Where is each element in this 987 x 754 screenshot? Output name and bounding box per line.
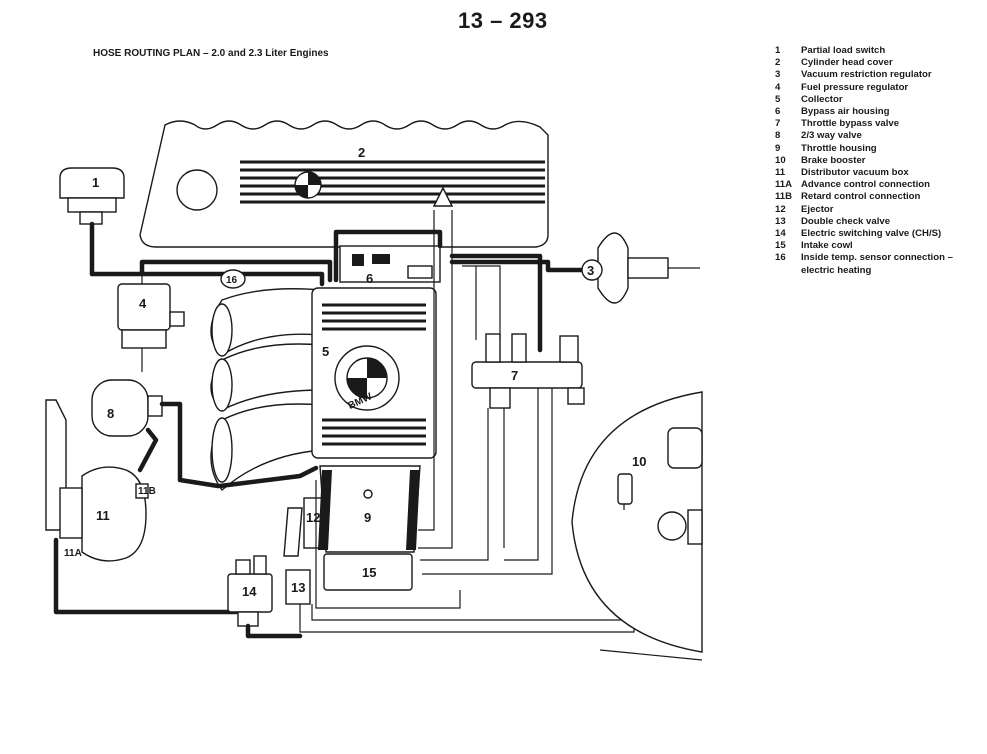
legend-item-16: 16 Inside temp. sensor connection – (775, 252, 980, 264)
legend-number: 1 (775, 45, 781, 56)
legend-item-6: 6 Bypass air housing (775, 106, 980, 118)
callout-13: 13 (291, 580, 305, 595)
legend-label: Partial load switch (801, 45, 886, 56)
callout-11b: 11B (138, 486, 156, 497)
legend-label: Distributor vacuum box (801, 167, 909, 179)
legend-number: 11A (775, 179, 793, 191)
callout-3: 3 (587, 263, 594, 278)
parts-legend: 1 Partial load switch 2 Cylinder head cover… (775, 45, 980, 277)
legend-item-14: 14 Electric switching valve (CH/S) (775, 228, 980, 240)
legend-label: Vacuum restriction regulator (801, 69, 932, 81)
legend-label: Ejector (801, 203, 834, 215)
electric-switching-valve (227, 555, 273, 627)
partial-load-switch (59, 167, 125, 277)
legend-number: 16 (775, 252, 786, 264)
callout-6: 6 (366, 271, 373, 286)
callout-4: 4 (139, 296, 147, 311)
legend-item-10: 10 Brake booster (775, 155, 980, 167)
brake-booster (571, 391, 703, 661)
legend-item-11: 11 Distributor vacuum box (775, 167, 980, 179)
legend-label: Brake booster (801, 154, 866, 166)
callout-8: 8 (107, 406, 114, 421)
legend-label-continuation: electric heating (801, 264, 872, 276)
throttle-housing (318, 465, 421, 553)
double-check-valve (285, 569, 311, 605)
legend-label: Throttle bypass valve (801, 118, 900, 130)
callout-5: 5 (322, 344, 329, 359)
legend-number: 12 (775, 203, 786, 215)
callout-12: 12 (306, 510, 320, 525)
legend-item-8: 8 2/3 way valve (775, 130, 980, 142)
legend-number: 6 (775, 106, 781, 118)
legend-number: 5 (775, 93, 781, 105)
two-three-way-valve (91, 379, 221, 489)
legend-number: 11B (775, 191, 793, 203)
legend-number: 8 (775, 130, 781, 142)
callout-11a: 11A (64, 548, 82, 559)
legend-number: 10 (775, 154, 786, 166)
callout-9: 9 (364, 510, 371, 525)
collector: BMW (311, 287, 437, 459)
legend-number: 11 (775, 167, 786, 179)
legend-number: 13 (775, 215, 786, 227)
throttle-bypass-valve (471, 333, 585, 409)
legend-label: Intake cowl (801, 240, 853, 252)
legend-label: 2/3 way valve (801, 130, 862, 142)
intake-runners (210, 288, 323, 492)
legend-label: Cylinder head cover (801, 57, 893, 69)
intake-cowl (323, 553, 413, 591)
legend-number: 15 (775, 240, 786, 252)
legend-number: 14 (775, 228, 786, 240)
callout-7: 7 (511, 368, 518, 383)
cylinder-head-cover (139, 120, 549, 248)
legend-number: 9 (775, 142, 781, 154)
legend-label: Collector (801, 93, 843, 105)
vacuum-restriction-regulator (581, 232, 700, 304)
legend-item-15: 15 Intake cowl (775, 240, 980, 252)
legend-item-7: 7 Throttle bypass valve (775, 118, 980, 130)
callout-10: 10 (632, 454, 646, 469)
legend-item-4: 4 Fuel pressure regulator (775, 82, 980, 94)
callout-16: 16 (226, 275, 238, 286)
legend-item-1: 1 Partial load switch (775, 45, 980, 57)
legend-label: Throttle housing (801, 142, 877, 154)
legend-item-3: 3 Vacuum restriction regulator (775, 69, 980, 81)
legend-number: 2 (775, 57, 781, 69)
legend-label: Double check valve (801, 215, 891, 227)
legend-label: Bypass air housing (801, 106, 890, 118)
diagram-title: HOSE ROUTING PLAN – 2.0 and 2.3 Liter En… (93, 48, 329, 59)
bypass-air-housing (333, 229, 443, 283)
callout-2: 2 (358, 145, 365, 160)
legend-number: 4 (775, 81, 781, 93)
legend-label: Electric switching valve (CH/S) (801, 228, 942, 240)
legend-item-5: 5 Collector (775, 94, 980, 106)
callout-1: 1 (92, 175, 99, 190)
legend-number: 7 (775, 118, 781, 130)
fuel-pressure-regulator (117, 262, 185, 372)
page-number: 13 – 293 (458, 8, 548, 33)
legend-label: Fuel pressure regulator (801, 81, 909, 93)
callout-15: 15 (362, 565, 376, 580)
legend-item-11b: 11B Retard control connection (775, 191, 980, 203)
legend-item-2: 2 Cylinder head cover (775, 57, 980, 69)
legend-item-12: 12 Ejector (775, 204, 980, 216)
legend-number: 3 (775, 69, 781, 81)
legend-label: Advance control connection (801, 179, 931, 191)
legend-item-11a: 11A Advance control connection (775, 179, 980, 191)
legend-label: Inside temp. sensor connection – (801, 252, 953, 264)
callout-11: 11 (96, 508, 110, 523)
legend-item-9: 9 Throttle housing (775, 143, 980, 155)
distributor-vacuum-box (45, 399, 149, 562)
legend-item-13: 13 Double check valve (775, 216, 980, 228)
callout-14: 14 (242, 584, 257, 599)
legend-label: Retard control connection (801, 191, 921, 203)
